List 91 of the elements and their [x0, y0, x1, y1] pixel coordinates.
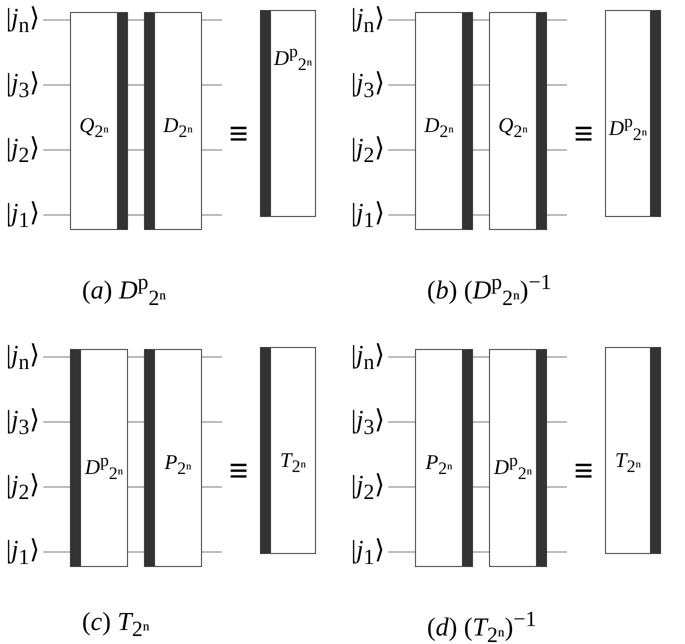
ket-label: |j$_{2}$⟩: [6, 135, 40, 167]
qubit-wire: [43, 486, 70, 488]
qubit-wire: [388, 486, 415, 488]
qubit-wire: [128, 214, 144, 216]
qubit-wire: [43, 551, 70, 553]
ket-label: |j$_{3}$⟩: [351, 407, 384, 439]
equivalence-sign: ≡: [229, 118, 248, 152]
gate-box: [144, 349, 202, 567]
qubit-wire: [43, 84, 70, 86]
ket-label: |j$_{n}$⟩: [6, 5, 40, 37]
panel-caption: (b) (D$^{p}$$_{2ⁿ}$)$^{−1}$: [427, 272, 552, 310]
qubit-wire: [388, 84, 415, 86]
qubit-wire: [388, 214, 415, 216]
ket-label: |j$_{1}$⟩: [351, 537, 384, 569]
ket-label: |j$_{2}$⟩: [6, 472, 40, 504]
qubit-wire: [473, 486, 489, 488]
qubit-wire: [128, 84, 144, 86]
gate-label: Q$_{2ⁿ}$: [497, 113, 529, 142]
qubit-wire: [547, 356, 567, 358]
ket-label: |j$_{3}$⟩: [6, 70, 40, 102]
ket-label: |j$_{1}$⟩: [351, 200, 384, 232]
gate-box: [260, 10, 316, 217]
qubit-wire: [473, 356, 489, 358]
qubit-wire: [547, 19, 567, 21]
ket-label: |j$_{n}$⟩: [6, 342, 40, 374]
gate-label: T$_{2ⁿ}$: [279, 448, 307, 478]
qubit-wire: [202, 356, 222, 358]
qubit-wire: [473, 551, 489, 553]
qubit-wire: [547, 84, 567, 86]
equivalence-sign: ≡: [574, 455, 594, 489]
qubit-wire: [547, 551, 567, 553]
qubit-wire: [128, 149, 144, 151]
gate-box: [260, 347, 316, 554]
qubit-wire: [473, 149, 489, 151]
qubit-wire: [202, 214, 222, 216]
gate-box: [70, 12, 128, 230]
qubit-wire: [388, 421, 415, 423]
gate-box: [489, 12, 547, 230]
panel-caption: (d) (T$_{2ⁿ}$)$^{−1}$: [427, 609, 536, 644]
gate-label: Q$_{2ⁿ}$: [78, 113, 110, 142]
qubit-wire: [128, 19, 144, 21]
ket-label: |j$_{1}$⟩: [6, 537, 40, 569]
gate-box: [605, 10, 661, 217]
qubit-wire: [202, 486, 222, 488]
qubit-wire: [547, 149, 567, 151]
qubit-wire: [128, 421, 144, 423]
equivalence-sign: ≡: [229, 455, 248, 489]
gate-label: P$_{2ⁿ}$: [424, 450, 454, 480]
qubit-wire: [547, 486, 567, 488]
qubit-wire: [388, 19, 415, 21]
qubit-wire: [202, 421, 222, 423]
ket-label: |j$_{1}$⟩: [6, 200, 40, 232]
ket-label: |j$_{n}$⟩: [351, 5, 384, 37]
gate-label: D$_{2ⁿ}$: [423, 113, 455, 142]
gate-box: [415, 12, 473, 230]
qubit-wire: [388, 356, 415, 358]
qubit-wire: [128, 486, 144, 488]
gate-box: [70, 349, 128, 567]
qubit-wire: [388, 149, 415, 151]
qubit-wire: [43, 421, 70, 423]
qubit-wire: [43, 356, 70, 358]
ket-label: |j$_{2}$⟩: [351, 135, 384, 167]
qubit-wire: [473, 421, 489, 423]
qubit-wire: [202, 19, 222, 21]
qubit-wire: [202, 149, 222, 151]
gate-box: [605, 347, 661, 554]
gate-box: [415, 349, 473, 567]
qubit-wire: [388, 551, 415, 553]
ket-label: |j$_{3}$⟩: [6, 407, 40, 439]
qubit-wire: [547, 214, 567, 216]
qubit-wire: [473, 84, 489, 86]
equivalence-sign: ≡: [574, 118, 594, 152]
qubit-wire: [473, 214, 489, 216]
qubit-wire: [473, 19, 489, 21]
qubit-wire: [128, 551, 144, 553]
ket-label: |j$_{n}$⟩: [351, 342, 384, 374]
gate-label: P$_{2ⁿ}$: [163, 450, 193, 480]
gate-label: T$_{2ⁿ}$: [614, 448, 642, 478]
ket-label: |j$_{2}$⟩: [351, 472, 384, 504]
qubit-wire: [43, 149, 70, 151]
gate-box: [144, 12, 202, 230]
gate-box: [489, 349, 547, 567]
ket-label: |j$_{3}$⟩: [351, 70, 384, 102]
qubit-wire: [202, 84, 222, 86]
panel-caption: (c) T$_{2ⁿ}$: [82, 609, 150, 641]
qubit-wire: [43, 19, 70, 21]
qubit-wire: [128, 356, 144, 358]
qubit-wire: [202, 551, 222, 553]
gate-label: D$_{2ⁿ}$: [162, 113, 194, 142]
qubit-wire: [43, 214, 70, 216]
qubit-wire: [547, 421, 567, 423]
